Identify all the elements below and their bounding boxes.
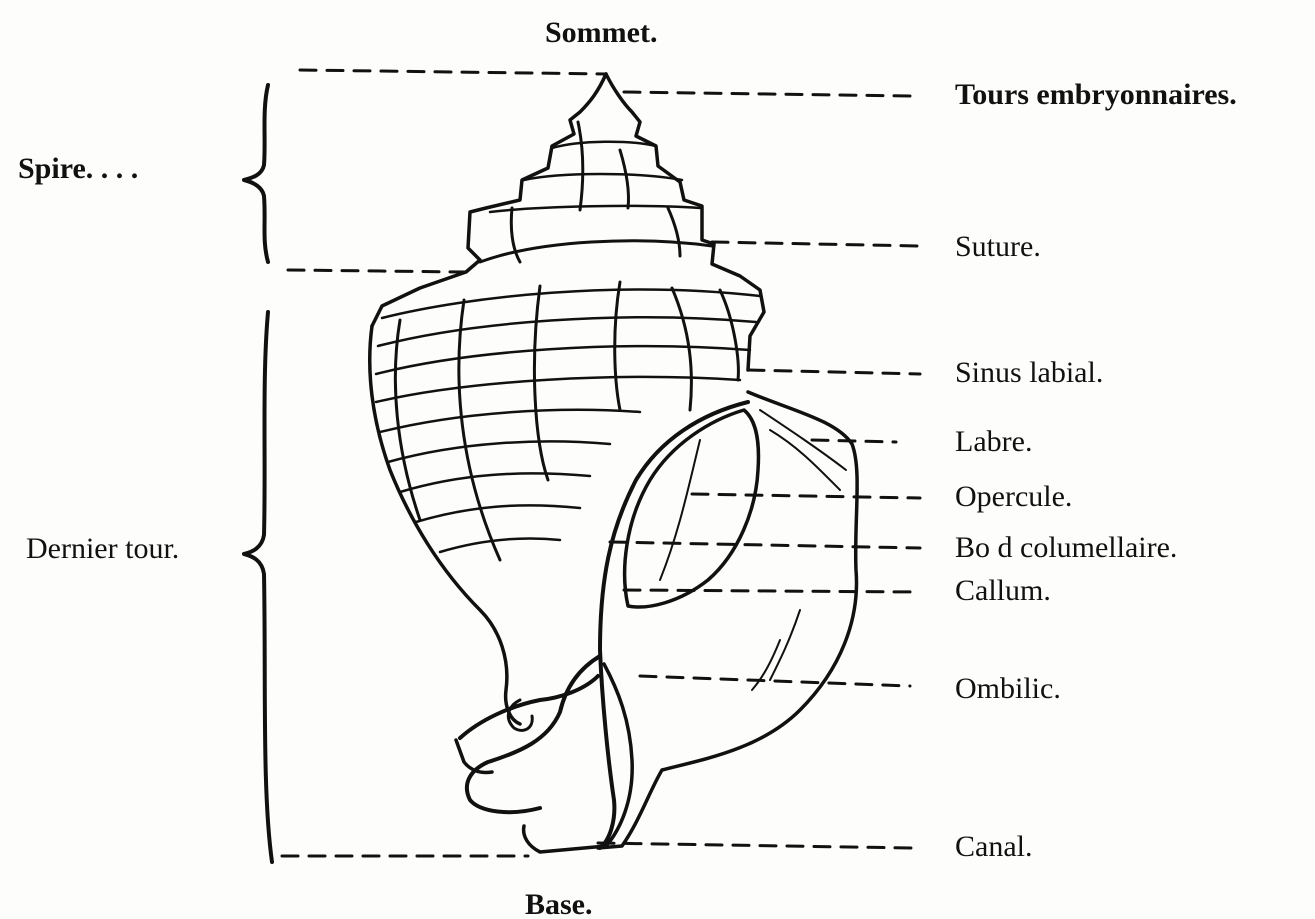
spire-brace [244,85,268,262]
callus-label: Callum. [955,574,1051,608]
last-whorl-label: Dernier tour. [26,532,179,566]
body-whorl-outline [370,326,520,724]
umbilicus-label: Ombilic. [955,672,1061,706]
columella [467,656,600,812]
apex-label: Sommet. [545,16,657,50]
aperture-outline [600,402,748,848]
embryonic-whorls-label: Tours embryonnaires. [955,78,1237,112]
leader-lines [282,70,920,856]
last-whorl-brace [244,312,272,862]
canal-label: Canal. [955,830,1032,864]
columellar-edge-label: Bo d columellaire. [955,531,1177,565]
outer-lip-ridges [752,410,846,690]
suture-label: Suture. [955,230,1041,264]
spire-outline [372,74,606,326]
spire-label: Spire. . . . [18,152,138,186]
outer-lip-label: Labre. [955,425,1032,459]
operculum-outline [625,410,759,607]
base-label: Base. [525,888,593,919]
labial-sinus-label: Sinus labial. [955,356,1103,390]
operculum-label: Opercule. [955,480,1072,514]
